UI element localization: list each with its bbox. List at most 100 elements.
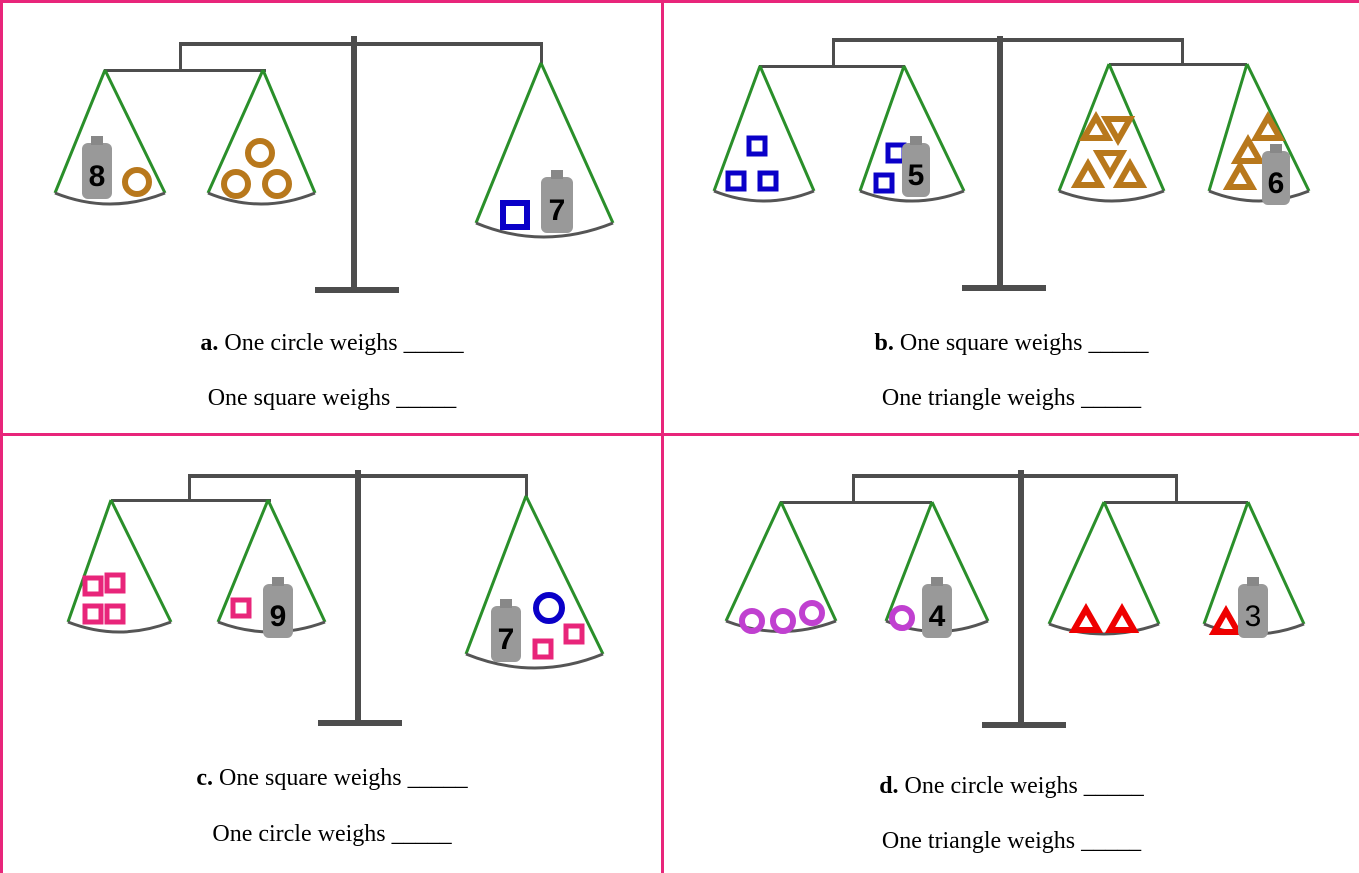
beam-left-hanger xyxy=(852,474,855,502)
square-icon xyxy=(563,623,585,645)
problem-a-balance: 8 7 xyxy=(53,36,615,293)
square-icon xyxy=(873,172,895,194)
problem-c-balance: 9 7 xyxy=(66,470,605,726)
weight-label: 6 xyxy=(1268,167,1285,200)
problem-d-balance: 4 3 xyxy=(724,470,1306,728)
square-icon xyxy=(230,597,252,619)
beam-right-hanger xyxy=(1181,38,1184,64)
problem-letter: d. xyxy=(879,773,899,799)
pan-left-crossbar xyxy=(759,65,905,68)
border-left xyxy=(0,0,3,873)
triangle-icon xyxy=(1104,602,1140,633)
square-icon xyxy=(104,603,126,625)
balance-base xyxy=(318,720,402,726)
problem-b-balance: 5 6 xyxy=(712,36,1311,291)
border-middle-vertical xyxy=(661,0,664,873)
beam-left-hanger xyxy=(832,38,835,66)
question-text: One triangle weighs _____ xyxy=(881,385,1142,411)
problem-a-line2: One square weighs _____ xyxy=(3,383,661,413)
square-icon xyxy=(885,142,907,164)
beam-left-hanger xyxy=(179,42,182,70)
beam-right-hanger xyxy=(1175,474,1178,502)
weight-label: 9 xyxy=(270,600,287,633)
balance-beam xyxy=(179,42,543,46)
weight-icon: 9 xyxy=(263,577,293,638)
problem-a-panel: 8 7 a. One circle xyxy=(3,3,661,433)
square-icon xyxy=(532,638,554,660)
triangle-icon xyxy=(1222,159,1258,190)
problem-d-line1: d. One circle weighs _____ xyxy=(664,771,1359,801)
pan-right-crossbar xyxy=(1104,501,1248,504)
question-text: One square weighs _____ xyxy=(207,385,457,411)
circle-icon xyxy=(245,138,275,168)
question-text: One circle weighs _____ xyxy=(224,330,464,356)
circle-icon xyxy=(221,169,251,199)
square-icon xyxy=(104,572,126,594)
problem-c-line1: c. One square weighs _____ xyxy=(3,763,661,793)
question-text: One circle weighs _____ xyxy=(212,821,452,847)
problem-letter: c. xyxy=(196,765,214,791)
border-middle-horizontal xyxy=(0,433,1359,436)
square-icon xyxy=(82,575,104,597)
pan-left-1 xyxy=(712,65,816,203)
problem-c-line2: One circle weighs _____ xyxy=(3,819,661,849)
balance-base xyxy=(962,285,1046,291)
weight-icon: 4 xyxy=(922,577,952,638)
balance-beam xyxy=(188,474,528,478)
problem-b-panel: 5 6 xyxy=(664,3,1359,433)
pan-right-1 xyxy=(1057,63,1166,203)
weight-label: 5 xyxy=(908,159,925,192)
pan-left-2 xyxy=(206,69,317,206)
balance-base xyxy=(982,722,1066,728)
circle-icon xyxy=(533,592,565,624)
beam-right-hanger xyxy=(525,474,528,498)
square-icon xyxy=(746,135,768,157)
problem-letter: a. xyxy=(200,330,219,356)
pan-left-1 xyxy=(53,69,167,206)
triangle-icon xyxy=(1208,604,1244,635)
weight-icon: 5 xyxy=(902,136,930,197)
beam-left-hanger xyxy=(188,474,191,500)
triangle-icon xyxy=(1230,133,1266,164)
square-icon xyxy=(82,603,104,625)
question-text: One circle weighs _____ xyxy=(904,773,1144,799)
weight-label: 8 xyxy=(89,160,106,193)
triangle-icon xyxy=(1100,116,1136,147)
question-text: One square weighs _____ xyxy=(219,765,468,791)
circle-icon xyxy=(739,608,765,634)
square-icon xyxy=(725,170,747,192)
circle-icon xyxy=(799,600,825,626)
problem-b-line2: One triangle weighs _____ xyxy=(664,383,1359,413)
circle-icon xyxy=(889,605,915,631)
weight-icon: 7 xyxy=(541,170,573,233)
weight-label: 7 xyxy=(498,623,515,656)
triangle-icon xyxy=(1112,157,1148,188)
pan-left-2 xyxy=(858,65,966,203)
pan-left-crossbar xyxy=(104,69,266,72)
problem-b-line1: b. One square weighs _____ xyxy=(664,328,1359,358)
pan-right xyxy=(474,62,615,239)
triangle-icon xyxy=(1068,602,1104,633)
balance-base xyxy=(315,287,399,293)
pan-right-1 xyxy=(1047,501,1161,636)
triangle-icon xyxy=(1092,150,1128,181)
pan-right-crossbar xyxy=(1109,63,1247,66)
weight-icon: 3 xyxy=(1238,577,1268,638)
circle-icon xyxy=(122,167,152,197)
weight-label: 3 xyxy=(1245,600,1262,633)
question-text: One triangle weighs _____ xyxy=(881,828,1142,854)
pan-left-crossbar xyxy=(780,501,932,504)
balance-post xyxy=(997,36,1003,289)
pan-right xyxy=(464,495,605,670)
balance-post xyxy=(351,36,357,290)
weight-label: 4 xyxy=(929,600,946,633)
pan-left-1 xyxy=(66,499,173,634)
border-top xyxy=(0,0,1359,3)
weight-icon: 6 xyxy=(1262,144,1290,205)
problem-d-line2: One triangle weighs _____ xyxy=(664,826,1359,856)
weight-label: 7 xyxy=(549,194,566,227)
weight-icon: 7 xyxy=(491,599,521,662)
balance-post xyxy=(1018,470,1024,726)
square-icon xyxy=(757,170,779,192)
circle-icon xyxy=(770,608,796,634)
